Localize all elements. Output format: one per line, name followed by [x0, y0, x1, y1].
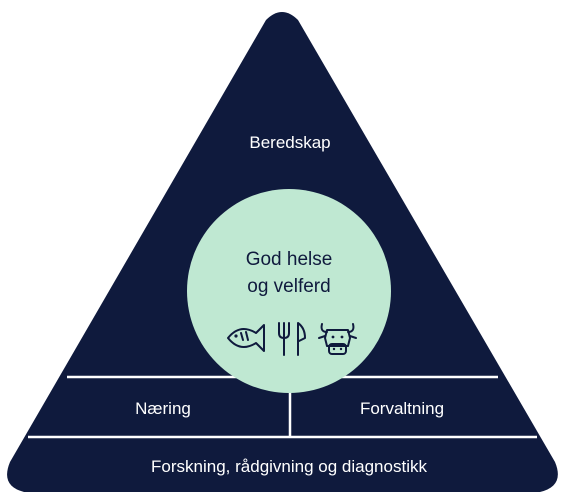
fish-icon: [227, 324, 265, 352]
middle-right-label: Forvaltning: [359, 399, 445, 418]
fork-knife-icon: [278, 322, 306, 356]
top-section-label: Beredskap: [249, 133, 331, 152]
middle-left-label: Næring: [135, 399, 191, 418]
center-title-line-2: og velferd: [247, 276, 331, 297]
base-label: Forskning, rådgivning og diagnostikk: [151, 457, 427, 476]
center-title-line-1: God helse: [245, 249, 333, 270]
center-circle: [187, 189, 391, 393]
cow-icon: [318, 323, 357, 355]
center-title: God helse og velferd: [246, 246, 333, 300]
